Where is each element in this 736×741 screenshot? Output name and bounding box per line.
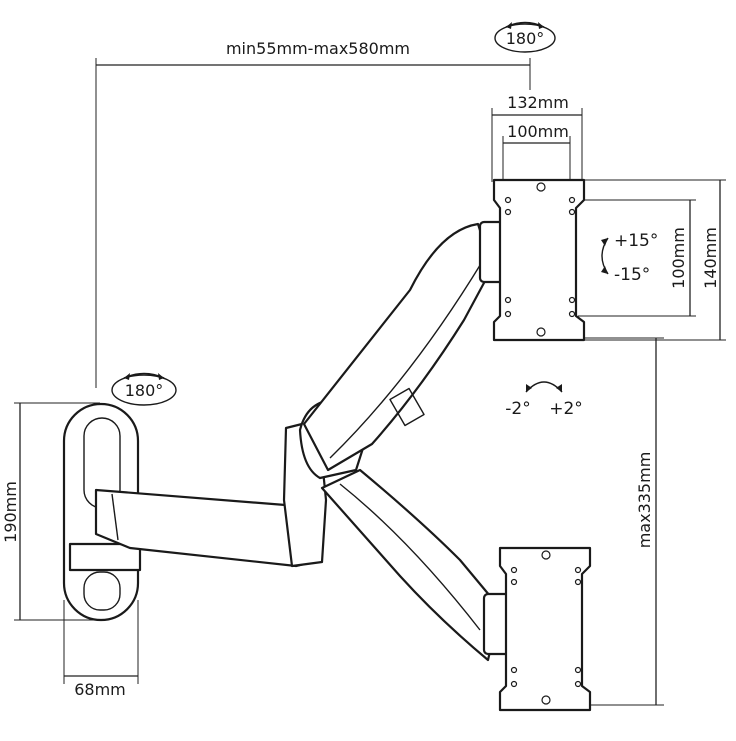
height-travel-label: max335mm — [635, 452, 654, 549]
wall-plate-height-label: 190mm — [1, 481, 20, 543]
level-arc-icon — [525, 381, 563, 393]
top-vesa-plate — [478, 178, 586, 342]
tilt-down-label: -15° — [614, 265, 650, 285]
wall-swivel-label: 180° — [125, 381, 164, 400]
plate-width-inner-label: 100mm — [507, 122, 569, 141]
level-plus-label: +2° — [549, 399, 583, 419]
top-swivel-label: 180° — [506, 29, 545, 48]
gas-spring-arm-lower — [320, 468, 502, 662]
plate-height-outer-label: 140mm — [701, 227, 720, 289]
wall-swivel-arrows-icon — [124, 373, 164, 380]
wall-swivel-badge: 180° — [111, 372, 177, 406]
tilt-up-label: +15° — [614, 231, 658, 251]
wall-plate-height-dimension: 190mm — [1, 402, 100, 621]
plate-width-dimensions: 132mm 100mm — [491, 93, 583, 190]
plate-height-inner-label: 100mm — [669, 227, 688, 289]
level-minus-label: -2° — [505, 399, 530, 419]
top-swivel-badge: 180° — [494, 21, 556, 53]
bottom-vesa-plate — [482, 546, 592, 712]
reach-range-label: min55mm-max580mm — [226, 39, 410, 58]
wall-plate-width-dimension: 68mm — [63, 600, 139, 699]
vesa-hole — [541, 550, 551, 560]
reach-dimension: min55mm-max580mm — [95, 39, 531, 388]
plate-height-dimensions: 140mm 100mm — [578, 179, 726, 341]
height-travel-dimension: max335mm — [584, 337, 664, 706]
vesa-hole — [536, 182, 546, 192]
vesa-hole — [536, 327, 546, 337]
gas-spring-arm-upper — [302, 222, 494, 472]
vesa-hole — [541, 695, 551, 705]
tilt-indicator: +15° -15° — [601, 231, 658, 285]
plate-width-outer-label: 132mm — [507, 93, 569, 112]
wall-plate-width-label: 68mm — [74, 680, 126, 699]
level-indicator: -2° +2° — [505, 381, 583, 419]
swivel-arrows-icon — [506, 22, 544, 29]
